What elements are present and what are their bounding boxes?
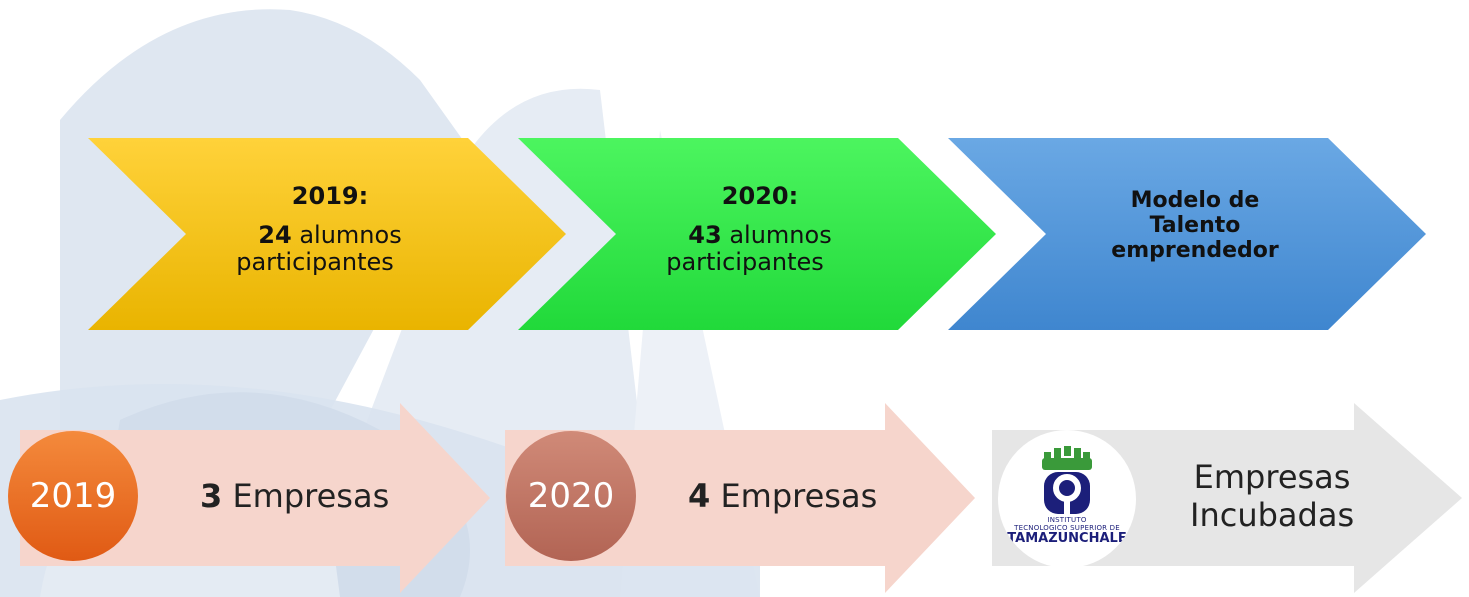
chevron-modelo-line3: emprendedor (1111, 238, 1279, 263)
chevron-2020-unit2: participantes (666, 248, 824, 276)
circle-2020: 2020 (506, 431, 636, 561)
logo-name: TAMAZUNCHALE (1007, 531, 1127, 546)
chevron-2020-text: 2020: 43 alumnos participantes (640, 183, 880, 276)
arrow-2019-label: Empresas (232, 477, 390, 515)
chevron-2019-count: 24 (258, 221, 292, 249)
chevron-modelo-text: Modelo de Talento emprendedor (1075, 188, 1315, 263)
logo-inst-line2: TECNOLOGICO SUPERIOR DE (1014, 524, 1120, 532)
circle-2019-year: 2019 (29, 476, 117, 516)
logo-inst-line1: INSTITUTO (1047, 516, 1087, 524)
arrow-2020-count: 4 (688, 477, 711, 515)
chevron-2019-unit: alumnos (299, 221, 402, 249)
chevron-2019-year: 2019: (291, 182, 369, 210)
arrow-incubadas-text: Empresas Incubadas (1190, 458, 1354, 534)
chevron-2019-unit2: participantes (236, 248, 394, 276)
chevron-modelo (948, 138, 1426, 330)
chevron-2020-unit: alumnos (729, 221, 832, 249)
chevron-2020-count: 43 (688, 221, 722, 249)
logo-emblem-icon (1042, 446, 1092, 514)
circle-2020-year: 2020 (527, 476, 615, 516)
chevron-2019 (88, 138, 566, 330)
arrow-2019-count: 3 (200, 477, 223, 515)
chevron-2020-year: 2020: (721, 182, 799, 210)
arrow-2020-label: Empresas (720, 477, 878, 515)
circle-2019: 2019 (8, 431, 138, 561)
chevron-modelo-line1: Modelo de (1130, 188, 1260, 213)
chevron-2020 (518, 138, 996, 330)
arrow-2020-text: 4 Empresas (688, 477, 877, 515)
arrow-empresas-2020 (505, 403, 975, 593)
institute-logo: INSTITUTO TECNOLOGICO SUPERIOR DE TAMAZU… (998, 430, 1136, 568)
logo-institute-text: INSTITUTO TECNOLOGICO SUPERIOR DE (998, 516, 1136, 532)
chevron-modelo-line2: Talento (1149, 213, 1241, 238)
arrow-empresas-2019 (20, 403, 490, 593)
arrow-2019-text: 3 Empresas (200, 477, 389, 515)
arrow-incubadas-line2: Incubadas (1190, 496, 1355, 534)
chevron-2019-text: 2019: 24 alumnos participantes (210, 183, 450, 276)
arrow-incubadas-line1: Empresas (1193, 458, 1351, 496)
